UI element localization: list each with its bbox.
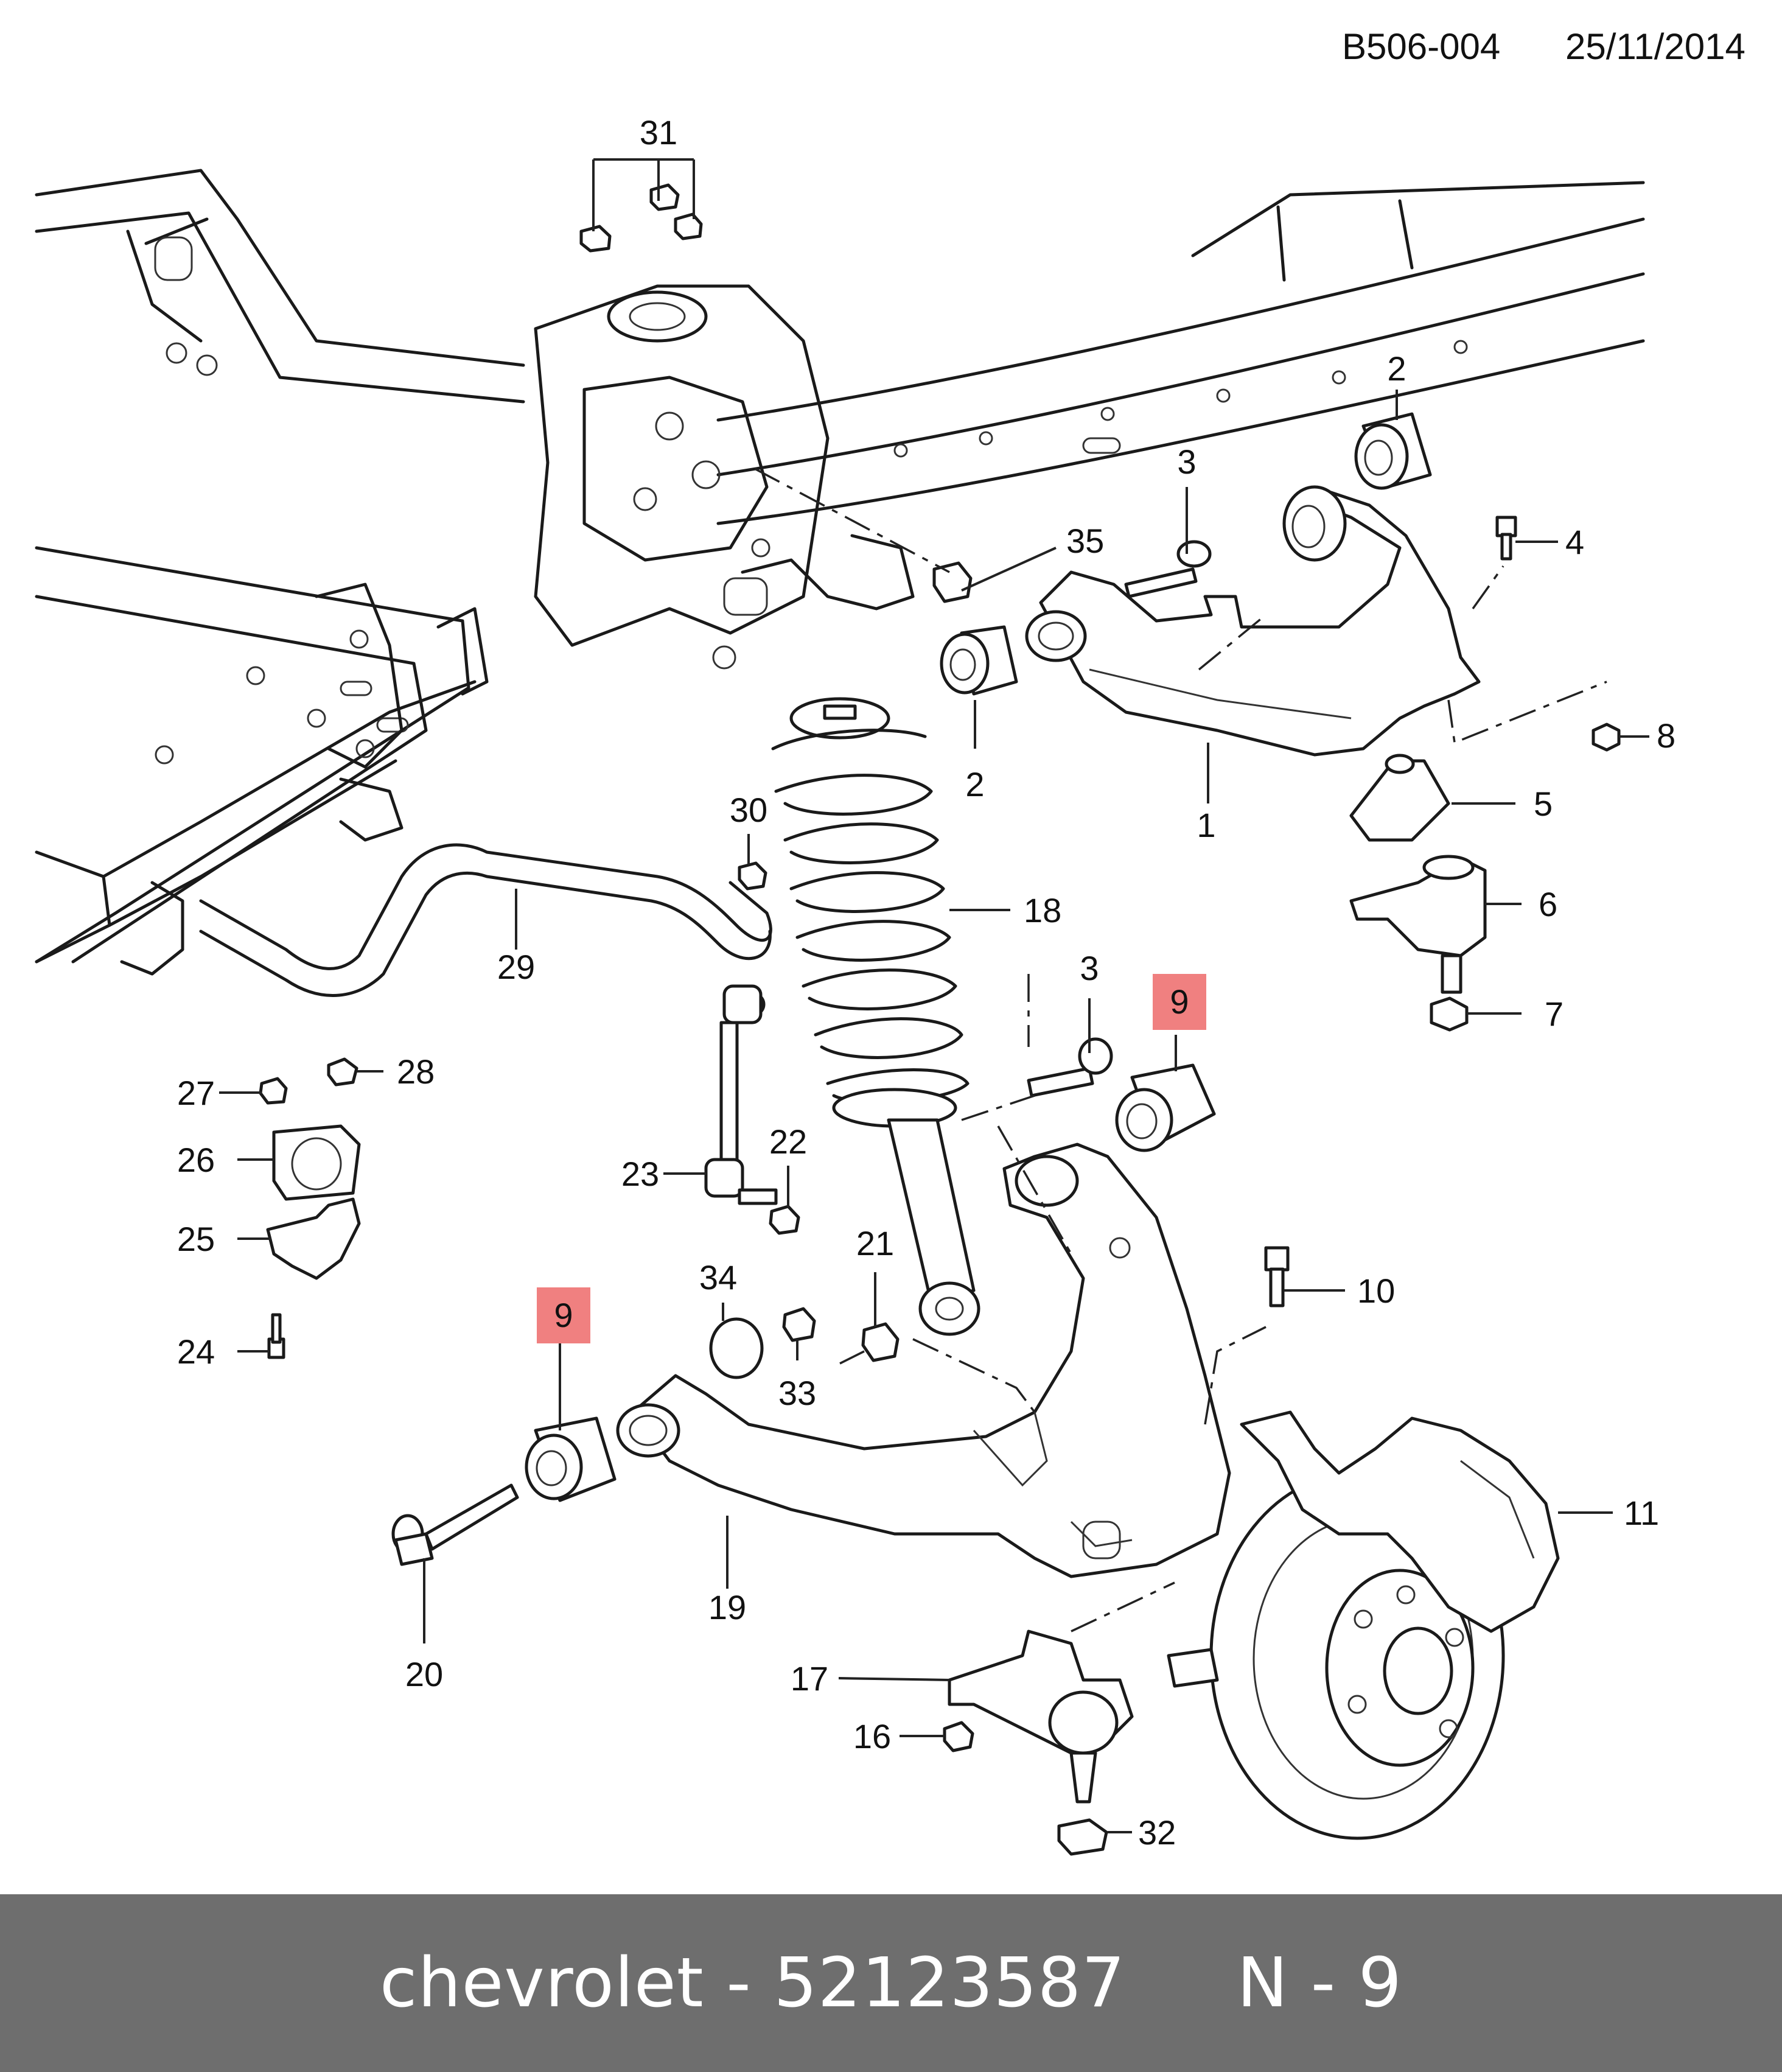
callout-1: 1 bbox=[1197, 806, 1215, 844]
lower-arm-bolt-front bbox=[1027, 1037, 1113, 1097]
bolt-10 bbox=[1264, 1246, 1290, 1307]
upper-ball-joint-boot bbox=[1349, 754, 1450, 842]
callout-3-lower: 3 bbox=[1080, 949, 1099, 987]
callout-28: 28 bbox=[397, 1052, 435, 1091]
callout-11: 11 bbox=[1624, 1494, 1659, 1532]
callout-7: 7 bbox=[1545, 995, 1564, 1033]
callout-19: 19 bbox=[708, 1588, 746, 1626]
washer-34 bbox=[709, 1317, 764, 1379]
upper-arm-bolt bbox=[1124, 540, 1212, 598]
callout-9-front: 9 bbox=[1170, 982, 1189, 1021]
callout-25: 25 bbox=[177, 1220, 215, 1258]
nut-8 bbox=[1592, 723, 1621, 752]
callout-29: 29 bbox=[497, 948, 535, 986]
callout-33: 33 bbox=[778, 1374, 816, 1412]
nut-16 bbox=[943, 1721, 974, 1752]
callout-labels: 31 35 2 2 3 4 8 1 5 6 7 30 18 29 3 9 27 … bbox=[177, 113, 1675, 1852]
stabilizer-bar bbox=[199, 843, 772, 997]
nut-22 bbox=[769, 1205, 800, 1235]
callout-24: 24 bbox=[177, 1332, 215, 1371]
steering-knuckle-caliper bbox=[1167, 1410, 1560, 1688]
chassis-frame bbox=[35, 169, 1645, 976]
callout-27: 27 bbox=[177, 1074, 215, 1112]
callout-9-rear: 9 bbox=[554, 1296, 573, 1334]
bushing-upper-front bbox=[940, 625, 1018, 696]
bolt-24 bbox=[267, 1313, 285, 1359]
bushing-9-front bbox=[1115, 1063, 1216, 1152]
nut-7 bbox=[1430, 996, 1469, 1032]
callout-18: 18 bbox=[1024, 891, 1061, 929]
callout-3-upper: 3 bbox=[1177, 443, 1196, 481]
upper-ball-joint bbox=[1349, 855, 1487, 994]
callout-17: 17 bbox=[791, 1659, 828, 1698]
nut-27 bbox=[259, 1077, 288, 1105]
callout-5: 5 bbox=[1534, 785, 1553, 823]
callout-16: 16 bbox=[853, 1717, 891, 1755]
nut-21 bbox=[861, 1322, 900, 1362]
nut-33 bbox=[782, 1307, 816, 1342]
callout-6: 6 bbox=[1539, 885, 1557, 923]
callout-leaders bbox=[219, 158, 1649, 1833]
assembly-lines bbox=[754, 467, 1607, 1633]
part-number-caption: chevrolet - 52123587 N - 9 bbox=[379, 1944, 1403, 2023]
nut-32 bbox=[1057, 1818, 1108, 1856]
callout-26: 26 bbox=[177, 1141, 215, 1179]
callout-32: 32 bbox=[1138, 1813, 1176, 1852]
callout-21: 21 bbox=[856, 1224, 894, 1262]
nut-30 bbox=[738, 861, 767, 891]
bolt-20 bbox=[391, 1483, 519, 1566]
callout-4: 4 bbox=[1565, 523, 1584, 561]
stabilizer-bushing bbox=[272, 1124, 361, 1201]
nuts-31 bbox=[579, 183, 703, 253]
nut-35 bbox=[932, 561, 973, 603]
callout-31: 31 bbox=[640, 113, 677, 152]
callout-23: 23 bbox=[621, 1155, 659, 1193]
stabilizer-bracket bbox=[266, 1197, 361, 1280]
callout-30: 30 bbox=[730, 791, 767, 829]
diagram-date: 25/11/2014 bbox=[1565, 26, 1745, 67]
callout-20: 20 bbox=[405, 1655, 443, 1693]
bushing-9-rear bbox=[525, 1416, 617, 1502]
highlight-9-rear bbox=[537, 1287, 590, 1343]
highlight-9-front bbox=[1153, 974, 1206, 1030]
callout-22: 22 bbox=[769, 1122, 807, 1161]
callout-8: 8 bbox=[1657, 716, 1675, 755]
nut-28 bbox=[327, 1057, 358, 1087]
suspension-exploded-diagram: 31 35 2 2 3 4 8 1 5 6 7 30 18 29 3 9 27 … bbox=[35, 113, 1675, 1856]
bushing-upper-rear bbox=[1354, 412, 1432, 490]
callout-34: 34 bbox=[699, 1258, 737, 1297]
stabilizer-link bbox=[704, 984, 778, 1205]
lower-control-arm bbox=[616, 1143, 1231, 1578]
part-footer-bar: chevrolet - 52123587 N - 9 bbox=[0, 1894, 1782, 2072]
callout-2-upper: 2 bbox=[1387, 349, 1406, 388]
bolt-4 bbox=[1495, 516, 1517, 561]
diagram-code: B506-004 bbox=[1342, 26, 1501, 67]
coil-spring-strut bbox=[771, 697, 980, 1336]
callout-35: 35 bbox=[1066, 522, 1104, 560]
upper-control-arm bbox=[1025, 485, 1481, 757]
callout-10: 10 bbox=[1357, 1272, 1395, 1310]
callout-2-lower: 2 bbox=[965, 765, 984, 803]
lower-ball-joint bbox=[948, 1629, 1134, 1804]
